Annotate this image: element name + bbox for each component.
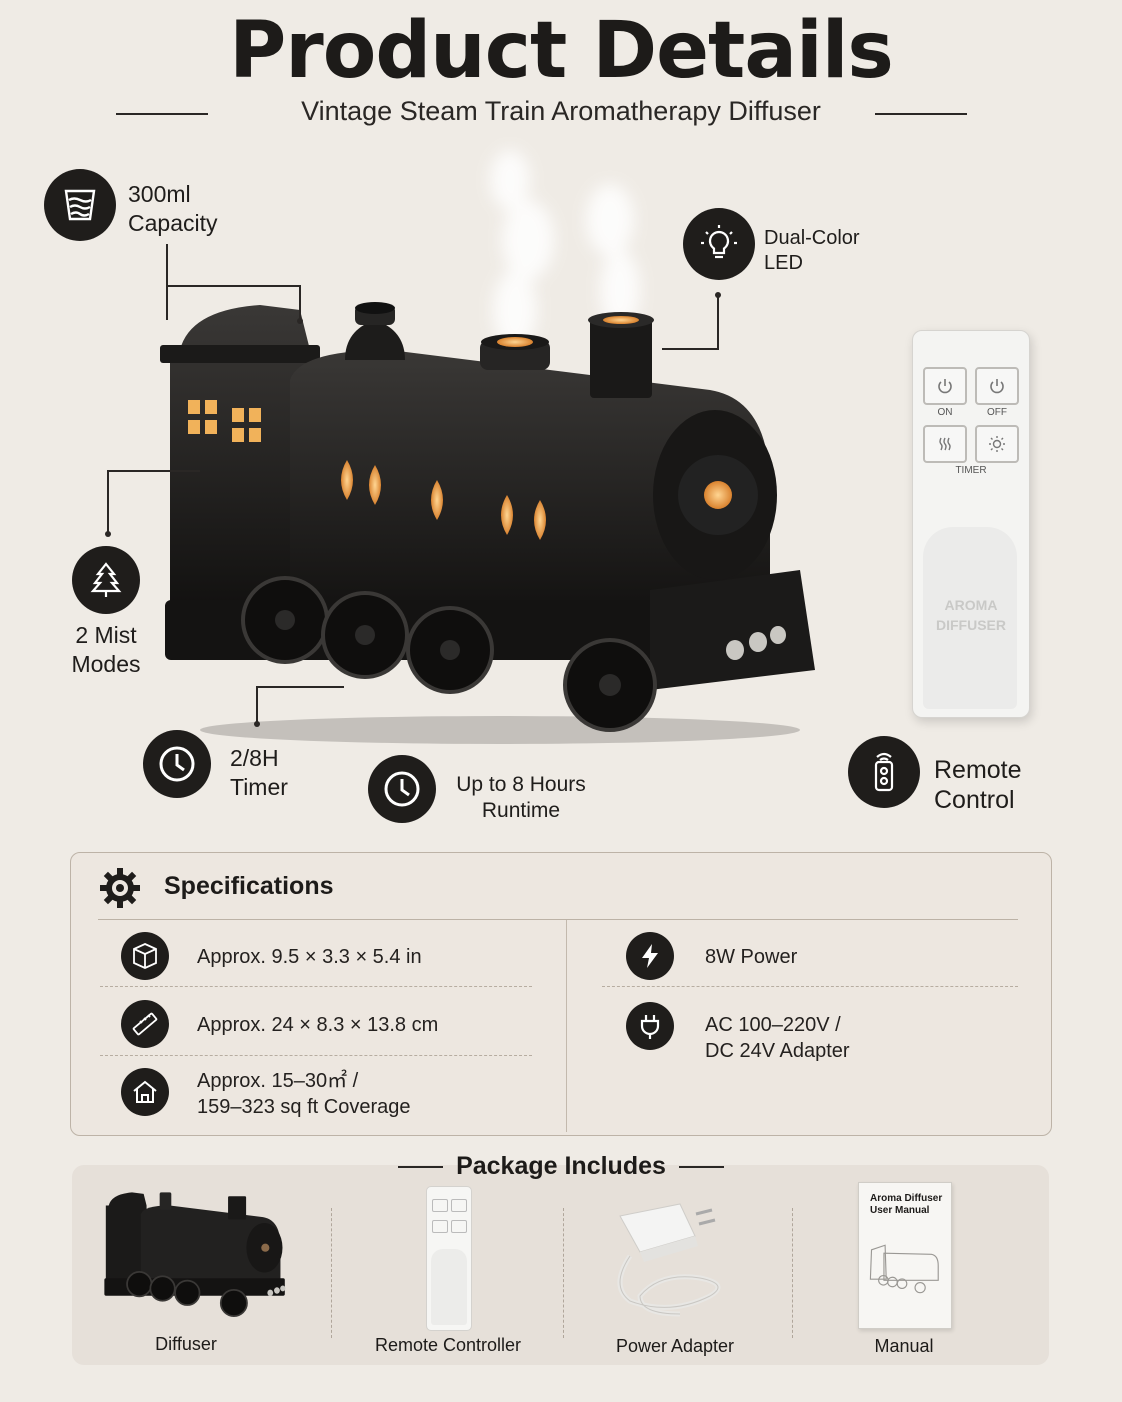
feature-capacity: 300ml Capacity <box>128 181 218 236</box>
divider <box>563 1208 564 1338</box>
leader-line <box>662 348 719 350</box>
remote-off-label: OFF <box>987 407 1007 418</box>
leader-dot <box>254 721 260 727</box>
remote-off-button <box>975 367 1019 405</box>
remote-timer-label: TIMER <box>955 465 987 476</box>
package-item-label: Power Adapter <box>615 1336 735 1356</box>
package-item-label: Diffuser <box>155 1334 217 1354</box>
leader-line <box>256 686 258 722</box>
remote-lower-panel <box>923 527 1017 709</box>
divider <box>100 986 532 987</box>
ruler-icon <box>121 1000 169 1048</box>
remote-controller-image: ON OFF TIMER AROMA DIFFUSER <box>912 330 1030 718</box>
plug-icon <box>626 1002 674 1050</box>
leader-line <box>717 294 719 349</box>
divider <box>679 1166 724 1168</box>
feature-led: Dual-Color LED <box>764 227 860 274</box>
light-bulb-icon <box>683 208 755 280</box>
leader-line <box>299 285 301 320</box>
remote-on-button <box>923 367 967 405</box>
spec-coverage: Approx. 15–30㎡ / 159–323 sq ft Coverage <box>197 1070 411 1118</box>
package-diffuser-image <box>104 1192 286 1317</box>
box-icon <box>121 932 169 980</box>
remote-light-button <box>975 425 1019 463</box>
leader-line <box>107 470 109 532</box>
remote-on-label: ON <box>937 407 953 418</box>
manual-title: Aroma Diffuser User Manual <box>870 1193 943 1216</box>
divider <box>792 1208 793 1338</box>
package-adapter-image <box>617 1203 721 1317</box>
mist-tree-icon <box>72 546 140 614</box>
remote-control-icon <box>848 736 920 808</box>
specifications-heading: Specifications <box>164 872 334 900</box>
remote-mist-button <box>923 425 967 463</box>
feature-remote: Remote Control <box>934 756 1022 814</box>
spec-adapter: AC 100–220V / DC 24V Adapter <box>705 1014 850 1062</box>
leader-dot <box>105 531 111 537</box>
water-capacity-icon <box>44 169 116 241</box>
specifications-panel <box>70 852 1052 1136</box>
package-remote-image <box>426 1186 472 1331</box>
leader-line <box>166 285 300 287</box>
remote-brand-text: AROMA DIFFUSER <box>936 597 1006 633</box>
feature-timer: 2/8H Timer <box>230 745 288 800</box>
spec-dimensions-in: Approx. 9.5 × 3.3 × 5.4 in <box>197 946 422 968</box>
package-manual-image: Aroma Diffuser User Manual <box>858 1182 952 1329</box>
package-heading: Package Includes <box>456 1152 666 1180</box>
train-diffuser-image <box>160 302 815 744</box>
divider <box>398 1166 443 1168</box>
feature-runtime: Up to 8 Hours Runtime <box>456 773 586 822</box>
clock-icon <box>368 755 436 823</box>
lightning-icon <box>626 932 674 980</box>
spec-power: 8W Power <box>705 946 798 968</box>
package-item-label: Remote Controller <box>374 1335 522 1355</box>
divider <box>566 920 567 1132</box>
divider <box>116 113 208 115</box>
gear-icon <box>98 866 142 910</box>
leader-dot <box>297 318 303 324</box>
page-subtitle: Vintage Steam Train Aromatherapy Diffuse… <box>301 96 821 126</box>
leader-line <box>256 686 344 688</box>
page-title: Product Details <box>229 6 894 96</box>
steam-graphic <box>490 150 640 350</box>
spec-dimensions-cm: Approx. 24 × 8.3 × 13.8 cm <box>197 1014 439 1036</box>
divider <box>875 113 967 115</box>
leader-line <box>166 244 302 320</box>
divider <box>100 1055 532 1056</box>
divider <box>331 1208 332 1338</box>
clock-icon <box>143 730 211 798</box>
package-item-label: Manual <box>874 1336 934 1356</box>
divider <box>98 919 1018 920</box>
leader-line <box>107 470 200 472</box>
house-icon <box>121 1068 169 1116</box>
feature-mist-modes: 2 Mist Modes <box>71 622 141 677</box>
divider <box>602 986 1018 987</box>
